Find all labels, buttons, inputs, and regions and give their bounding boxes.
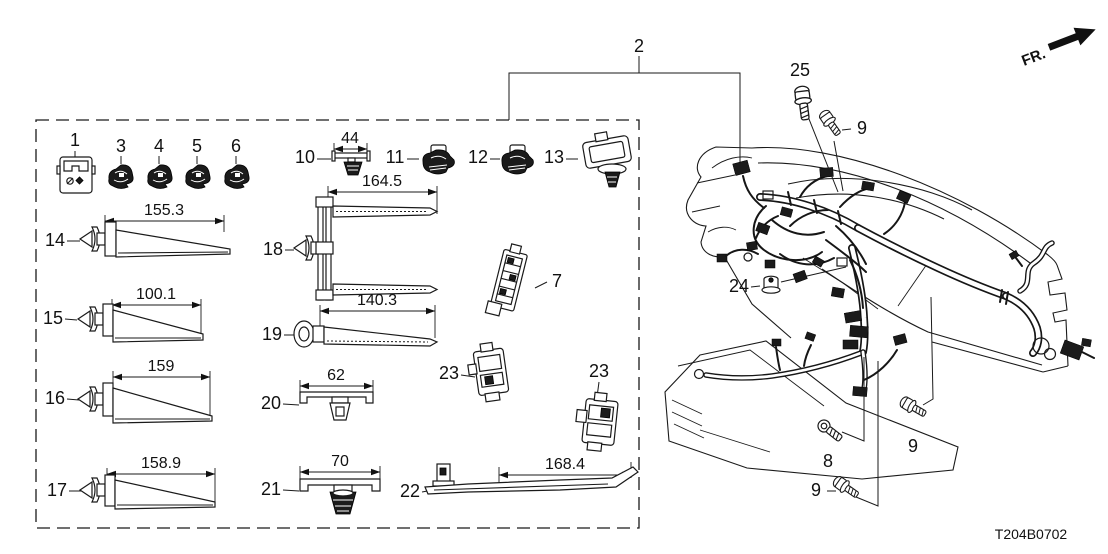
callout-10: 10	[295, 147, 315, 167]
part-4-clip: 4	[147, 136, 173, 189]
dimension-18: 164.5	[362, 173, 402, 190]
callout-21: 21	[261, 479, 281, 499]
part-19-ring-tie: 19 140.3	[262, 292, 439, 348]
part-23-connector-b: 23	[575, 361, 619, 452]
screw-8: 8	[817, 357, 865, 471]
callout-6: 6	[231, 136, 241, 156]
part-23-connector-a: 23	[439, 341, 510, 403]
harness-callout-2: 2	[508, 36, 741, 164]
callout-23b: 23	[589, 361, 609, 381]
part-22-long-bracket: 22 168.4	[400, 456, 639, 501]
callout-11: 11	[386, 147, 405, 167]
dimension-20: 62	[327, 367, 345, 384]
part-10-clip: 10 44	[295, 130, 371, 176]
connector-callout-2-target	[732, 159, 751, 176]
part-11-clip: 11	[386, 144, 455, 175]
callout-4: 4	[154, 136, 164, 156]
callout-24: 24	[729, 276, 749, 296]
callout-14: 14	[45, 230, 65, 250]
callout-20: 20	[261, 393, 281, 413]
connector-right-end	[1059, 339, 1085, 361]
part-21-bracket-clip: 21 70	[261, 453, 381, 515]
part-6-clip: 6	[224, 136, 250, 189]
dimension-19: 140.3	[357, 292, 397, 309]
part-15-cable-tie: 15 100.1	[43, 286, 204, 343]
callout-9-right: 9	[908, 436, 918, 456]
callout-13: 13	[544, 147, 564, 167]
wire-harness	[693, 159, 1095, 397]
callout-16: 16	[45, 388, 65, 408]
callout-8: 8	[823, 451, 833, 471]
callout-23a: 23	[439, 363, 459, 383]
nut-24: 24	[729, 266, 847, 296]
fr-direction-arrow: FR.	[1019, 27, 1096, 70]
callout-5: 5	[192, 136, 202, 156]
part-7-bracket: 7	[484, 243, 562, 317]
callout-25: 25	[790, 60, 810, 80]
bolt-9-top: 9	[816, 107, 867, 192]
part-16-cable-tie: 16 159	[45, 358, 213, 424]
bolt-9-right: 9	[897, 296, 934, 456]
dimension-10: 44	[341, 130, 359, 147]
dimension-15: 100.1	[136, 286, 176, 303]
parts-box: 1 3 4 5 6	[35, 119, 640, 529]
part-5-clip: 5	[185, 136, 211, 189]
dimension-14: 155.3	[144, 202, 184, 219]
fr-label: FR.	[1019, 45, 1048, 70]
part-18-double-strap-clip: 18 164.5	[263, 173, 439, 301]
callout-2: 2	[634, 36, 644, 56]
callout-3: 3	[116, 136, 126, 156]
part-14-cable-tie: 14 155.3	[45, 202, 231, 258]
callout-9-bottom: 9	[811, 480, 821, 500]
parts-box-border	[35, 119, 640, 529]
fr-arrow-icon	[1047, 27, 1096, 51]
ring-terminal	[693, 368, 705, 380]
dimension-22: 168.4	[545, 456, 585, 473]
bolt-25: 25	[790, 60, 839, 193]
callout-7: 7	[552, 271, 562, 291]
harness-connectors	[746, 167, 912, 397]
part-1-connector: 1	[56, 130, 96, 194]
bolt-9-bottom: 9	[811, 361, 879, 507]
part-3-clip: 3	[108, 136, 134, 189]
drawing-code: T204B0702	[995, 526, 1068, 542]
callout-17: 17	[47, 480, 67, 500]
part-20-bracket-clip: 20 62	[261, 367, 374, 421]
dimension-16: 159	[148, 358, 175, 375]
callout-12: 12	[468, 147, 488, 167]
callout-19: 19	[262, 324, 282, 344]
callout-9-top: 9	[857, 118, 867, 138]
part-17-cable-tie: 17 158.9	[47, 455, 216, 510]
callout-1: 1	[70, 130, 80, 150]
part-12-clip: 12	[468, 144, 535, 175]
part-13-clip: 13	[544, 131, 632, 188]
callout-18: 18	[263, 239, 283, 259]
callout-15: 15	[43, 308, 63, 328]
callout-22: 22	[400, 481, 420, 501]
dimension-17: 158.9	[141, 455, 181, 472]
instrument-panel-outline	[686, 146, 1069, 373]
dimension-21: 70	[331, 453, 349, 470]
